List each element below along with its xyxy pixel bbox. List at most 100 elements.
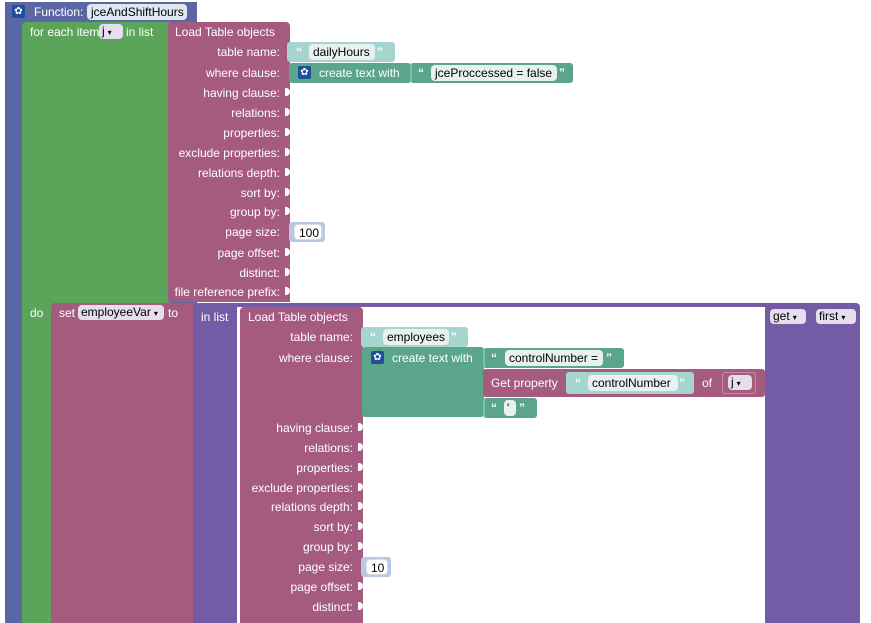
relations-depth-label-2: relations depth:: [270, 500, 353, 514]
gear-icon[interactable]: ✿: [371, 351, 384, 364]
input-notch: [285, 188, 290, 196]
first-dropdown[interactable]: first▾: [816, 309, 856, 324]
table-name-label-2: table name:: [290, 330, 353, 344]
for-each-label: for each item: [30, 25, 100, 39]
sort-by-label-2: sort by:: [313, 520, 353, 534]
properties-label-1: properties:: [223, 126, 280, 140]
to-label: to: [168, 306, 179, 320]
input-notch: [358, 502, 363, 510]
table-name-field-1[interactable]: dailyHours: [309, 44, 375, 60]
input-notch: [358, 423, 363, 431]
load-table-block-1[interactable]: [168, 22, 290, 302]
close-quote-icon: ”: [606, 351, 612, 365]
get-value: get: [773, 309, 790, 323]
having-clause-label-1: having clause:: [203, 86, 280, 100]
open-quote-icon: “: [575, 376, 581, 390]
open-quote-icon: “: [370, 330, 376, 344]
input-notch: [285, 207, 290, 215]
create-text-label-2: create text with: [392, 351, 473, 365]
get-property-label: Get property: [491, 376, 558, 390]
in-list-label-2: in list: [201, 310, 229, 324]
where-text-field-1[interactable]: jceProccessed = false: [431, 65, 557, 81]
load-table-title-1: Load Table objects: [175, 25, 275, 39]
file-reference-prefix-label-1: file reference prefix:: [174, 285, 280, 299]
function-name-field[interactable]: jceAndShiftHours: [87, 4, 187, 20]
exclude-properties-label-2: exclude properties:: [251, 481, 353, 495]
page-size-field-2[interactable]: 10: [366, 559, 388, 575]
input-notch: [358, 602, 363, 610]
close-quote-icon: ”: [451, 330, 457, 344]
properties-label-2: properties:: [296, 461, 353, 475]
where-clause-label-2: where clause:: [278, 351, 353, 365]
distinct-label-1: distinct:: [239, 266, 280, 280]
input-notch: [285, 108, 290, 116]
create-text-label-1: create text with: [319, 66, 400, 80]
dropdown-arrow-icon: ▾: [107, 28, 112, 37]
group-by-label-2: group by:: [302, 540, 353, 554]
input-notch: [358, 463, 363, 471]
of-var-value: j: [731, 375, 734, 389]
input-notch: [358, 542, 363, 550]
dropdown-arrow-icon: ▾: [841, 313, 846, 322]
input-notch: [358, 443, 363, 451]
sort-by-label-1: sort by:: [240, 186, 280, 200]
set-label: set: [59, 306, 76, 320]
quote-text-field[interactable]: ': [504, 400, 516, 416]
open-quote-icon: “: [296, 45, 302, 59]
property-name-field[interactable]: controlNumber: [588, 375, 678, 391]
exclude-properties-label-1: exclude properties:: [178, 146, 280, 160]
in-list-label: in list: [126, 25, 154, 39]
input-notch: [285, 248, 290, 256]
set-var-value: employeeVar: [81, 305, 151, 319]
create-text-block-1[interactable]: [289, 63, 411, 83]
having-clause-label-2: having clause:: [276, 421, 353, 435]
relations-label-2: relations:: [304, 441, 353, 455]
do-label: do: [30, 306, 44, 320]
input-notch: [285, 268, 290, 276]
input-notch: [285, 128, 290, 136]
table-name-field-2[interactable]: employees: [383, 329, 449, 345]
of-var-dropdown[interactable]: j▾: [728, 375, 752, 390]
where-clause-label-1: where clause:: [205, 66, 280, 80]
input-notch: [358, 483, 363, 491]
page-size-label-2: page size:: [298, 560, 353, 574]
dropdown-arrow-icon: ▾: [736, 379, 741, 388]
open-quote-icon: “: [491, 401, 497, 415]
input-notch: [285, 168, 290, 176]
input-notch: [358, 522, 363, 530]
first-value: first: [819, 309, 839, 323]
close-quote-icon: ”: [377, 45, 383, 59]
page-offset-label-2: page offset:: [290, 580, 354, 594]
get-dropdown[interactable]: get▾: [770, 309, 806, 324]
set-var-dropdown[interactable]: employeeVar▾: [78, 305, 164, 320]
set-variable-block[interactable]: [51, 303, 197, 623]
input-notch: [285, 287, 290, 295]
load-table-block-2[interactable]: [240, 307, 363, 623]
input-notch: [285, 88, 290, 96]
table-name-label-1: table name:: [217, 45, 280, 59]
relations-label-1: relations:: [231, 106, 280, 120]
distinct-label-2: distinct:: [312, 600, 353, 614]
gear-icon[interactable]: ✿: [12, 5, 25, 18]
page-size-label-1: page size:: [225, 225, 280, 239]
gear-icon[interactable]: ✿: [298, 66, 311, 79]
input-notch: [285, 148, 290, 156]
dropdown-arrow-icon: ▾: [153, 309, 158, 318]
function-label: Function:: [34, 5, 84, 19]
close-quote-icon: ”: [519, 401, 525, 415]
open-quote-icon: “: [418, 66, 424, 80]
where-text-field-2[interactable]: controlNumber =: [505, 350, 603, 366]
close-quote-icon: ”: [559, 66, 565, 80]
for-each-var-value: j: [102, 24, 105, 38]
close-quote-icon: ”: [679, 376, 685, 390]
for-each-var-dropdown[interactable]: j▾: [99, 24, 123, 39]
page-offset-label-1: page offset:: [217, 246, 281, 260]
open-quote-icon: “: [491, 351, 497, 365]
group-by-label-1: group by:: [229, 205, 280, 219]
input-notch: [358, 582, 363, 590]
dropdown-arrow-icon: ▾: [792, 313, 797, 322]
page-size-field-1[interactable]: 100: [294, 224, 322, 240]
of-label: of: [702, 376, 713, 390]
relations-depth-label-1: relations depth:: [197, 166, 280, 180]
load-table-title-2: Load Table objects: [248, 310, 348, 324]
